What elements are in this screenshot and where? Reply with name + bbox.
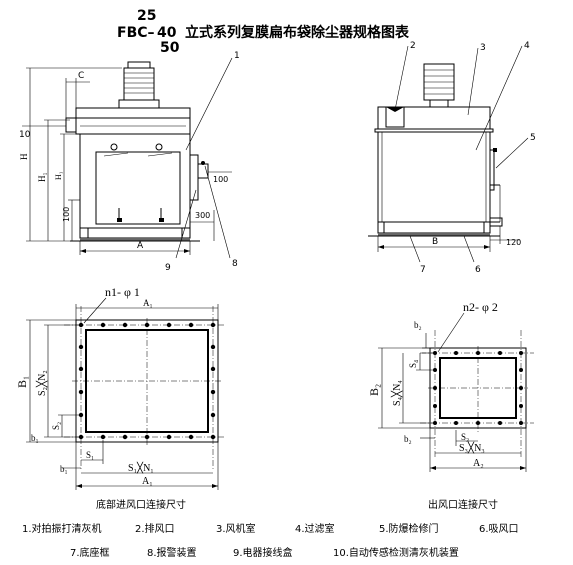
legend-item-3: 3.风机室 (216, 522, 256, 535)
front-dim-100-left: 100 (62, 207, 71, 222)
inlet-caption: 底部进风口连接尺寸 (96, 498, 186, 511)
title-block: 25 FBC– 40 立式系列复膜扁布袋除尘器规格图表 50 (117, 8, 410, 56)
side-callout-4: 4 (524, 41, 530, 51)
legend-item-1: 1.对拍振打清灰机 (22, 522, 102, 535)
side-callout-3: 3 (480, 43, 486, 53)
inlet-holes (78, 322, 216, 440)
side-view: B 120 2 3 4 5 7 6 (368, 41, 536, 275)
side-callout-7: 7 (420, 265, 426, 275)
outlet-dim-n2: n2- φ 2 (463, 300, 498, 314)
title-size-50: 50 (160, 40, 180, 56)
side-callout-6: 6 (475, 265, 481, 275)
front-callout-8: 8 (232, 259, 238, 269)
side-callout-2: 2 (410, 41, 416, 51)
side-intake-port (489, 217, 503, 227)
front-callout-10: 10 (19, 130, 31, 140)
front-view: H H₁ H₁ 100 C A 100 300 1 10 9 (19, 51, 240, 273)
inlet-dim-b1-bottom: b₁ (60, 464, 68, 474)
legend-item-4: 4.过滤室 (295, 522, 335, 535)
front-callout-9: 9 (165, 263, 171, 273)
side-base-frame (377, 221, 491, 234)
outlet-dim-S4N4: S₄╳N₄ (390, 380, 403, 406)
outlet-flange-view: n2- φ 2 b₂ S₄ B₂ S₄╳N₄ b₂ S₃ S₃╳N₃ (367, 300, 534, 511)
front-motor-cap (127, 61, 151, 69)
front-access-door (95, 151, 181, 225)
legend-item-8: 8.报警装置 (147, 546, 197, 559)
inlet-dim-S1N1: S₁╳N₁ (128, 461, 154, 474)
inlet-dim-B1: B₁ (15, 376, 29, 388)
legend-item-5: 5.防爆检修门 (379, 522, 439, 535)
legend-item-2: 2.排风口 (135, 522, 175, 535)
side-explosion-door (489, 149, 495, 191)
front-dim-100-right: 100 (213, 175, 228, 184)
outlet-dim-S3N3: S₃╳N₃ (459, 441, 485, 454)
side-dim-B: B (432, 237, 438, 247)
front-sensor-device (65, 117, 77, 133)
legend-item-6: 6.吸风口 (479, 523, 519, 535)
outlet-caption: 出风口连接尺寸 (428, 498, 498, 511)
side-callout-5: 5 (530, 133, 536, 143)
front-dim-300: 300 (195, 211, 210, 220)
inlet-dim-S1: S₁ (86, 450, 94, 460)
legend-item-10: 10.自动传感检测清灰机装置 (333, 546, 459, 559)
title-model: FBC– (117, 25, 155, 41)
inlet-dim-b1-left: b₁ (31, 433, 39, 443)
outlet-dim-S3: S₃ (461, 432, 469, 442)
front-dim-H1: H₁ (37, 172, 47, 182)
outlet-dim-B2: B₂ (367, 384, 381, 396)
front-junction-box (189, 154, 199, 201)
inlet-flange-view: A₁ n1- φ 1 B₁ S₂╳N₂ S₂ b₁ b₁ S₁ S₁╳N₁ (15, 285, 225, 511)
title-size-40: 40 (157, 25, 177, 41)
outlet-holes (433, 351, 523, 425)
inlet-dim-n1: n1- φ 1 (105, 285, 140, 299)
front-dim-H1-sub: H₁ (54, 171, 63, 180)
outlet-dim-A2: A₂ (473, 458, 484, 469)
inlet-dim-S2N2: S₂╳N₂ (35, 370, 48, 396)
parts-legend: 1.对拍振打清灰机 2.排风口 3.风机室 4.过滤室 5.防爆检修门 6.吸风… (22, 522, 519, 559)
title-size-25: 25 (137, 8, 156, 24)
front-callout-1: 1 (234, 51, 240, 61)
side-filter-chamber (377, 131, 491, 223)
inlet-dim-A1: A₁ (142, 476, 153, 487)
title-text: 立式系列复膜扁布袋除尘器规格图表 (185, 24, 410, 41)
front-base-frame (79, 227, 191, 239)
front-fan-housing (75, 107, 191, 119)
front-dim-A: A (137, 241, 144, 251)
front-dim-C: C (78, 71, 84, 81)
outlet-dim-S4: S₄ (408, 360, 418, 368)
outlet-dim-b2-top: b₂ (414, 320, 422, 330)
inlet-dim-S2: S₂ (51, 422, 61, 430)
outlet-dim-b2-bottom: b₂ (404, 434, 412, 444)
legend-item-9: 9.电器接线盒 (233, 546, 293, 559)
legend-item-7: 7.底座框 (70, 546, 110, 559)
front-dim-H: H (19, 153, 29, 160)
side-dim-120: 120 (506, 238, 521, 247)
inlet-dim-A1-top: A₁ (143, 298, 153, 308)
